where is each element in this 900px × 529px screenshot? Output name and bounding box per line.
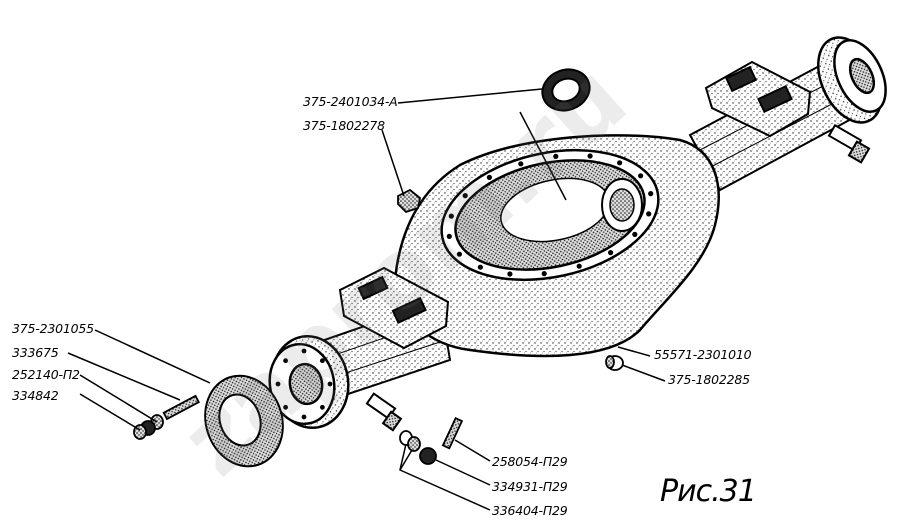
axle-housing-body — [393, 134, 720, 358]
right-spring-pad — [704, 60, 812, 138]
stud-nut-washer-left — [133, 394, 200, 440]
bolt-hole — [646, 211, 652, 217]
label-gasket-set: 375-2301055 — [12, 321, 94, 336]
bolt-hole — [608, 250, 614, 256]
flange-hole — [275, 381, 281, 387]
bolt-hole — [587, 153, 593, 159]
right-flange — [817, 36, 887, 124]
flange-hole — [320, 404, 325, 410]
label-252140: 252140-П2 — [12, 367, 80, 382]
bolt-hole — [617, 160, 623, 166]
label-258054: 258054-П29 — [492, 454, 568, 469]
left-breather-fitting — [365, 392, 403, 432]
label-housing: 55571-2301010 — [654, 347, 752, 362]
bolt-hole — [648, 191, 654, 197]
label-333675: 333675 — [12, 345, 59, 360]
housing-bolt-holes — [446, 153, 654, 277]
left-flange — [268, 334, 350, 430]
left-spring-pad — [338, 266, 450, 350]
right-breather-fitting — [827, 123, 871, 164]
gasket — [204, 374, 284, 468]
flange-hole — [327, 381, 333, 387]
flange-hole — [283, 358, 288, 364]
drain-plug-bottom — [605, 355, 624, 371]
flange-hole — [320, 358, 325, 364]
bolt-hole — [448, 213, 454, 219]
bolt-hole — [456, 251, 462, 257]
bolt-hole — [541, 271, 547, 277]
label-334931: 334931-П29 — [492, 479, 568, 494]
bolt-hole — [507, 271, 513, 277]
flange-hole — [301, 414, 307, 420]
stud-nut-washer-bottom — [399, 416, 464, 465]
label-seal: 375-2401034-А — [303, 94, 398, 109]
figure-caption: Рис.31 — [660, 474, 757, 509]
bolt-hole — [518, 161, 524, 167]
bolt-hole — [576, 263, 582, 269]
label-plug-bottom: 375-1802285 — [668, 372, 750, 387]
oil-seal — [541, 68, 591, 112]
leader-lines — [67, 88, 666, 511]
bolt-hole — [462, 193, 468, 199]
bolt-hole — [553, 153, 559, 159]
label-plug-top: 375-1802278 — [303, 118, 385, 133]
label-336404: 336404-П29 — [492, 503, 568, 518]
label-334842: 334842 — [12, 388, 59, 403]
bolt-hole — [638, 173, 644, 179]
bolt-hole — [477, 264, 483, 270]
bolt-hole — [446, 233, 452, 239]
left-flange-holes — [275, 348, 333, 420]
bolt-hole — [486, 174, 492, 180]
flange-hole — [301, 348, 307, 354]
bolt-hole — [632, 231, 638, 237]
flange-hole — [283, 404, 288, 410]
